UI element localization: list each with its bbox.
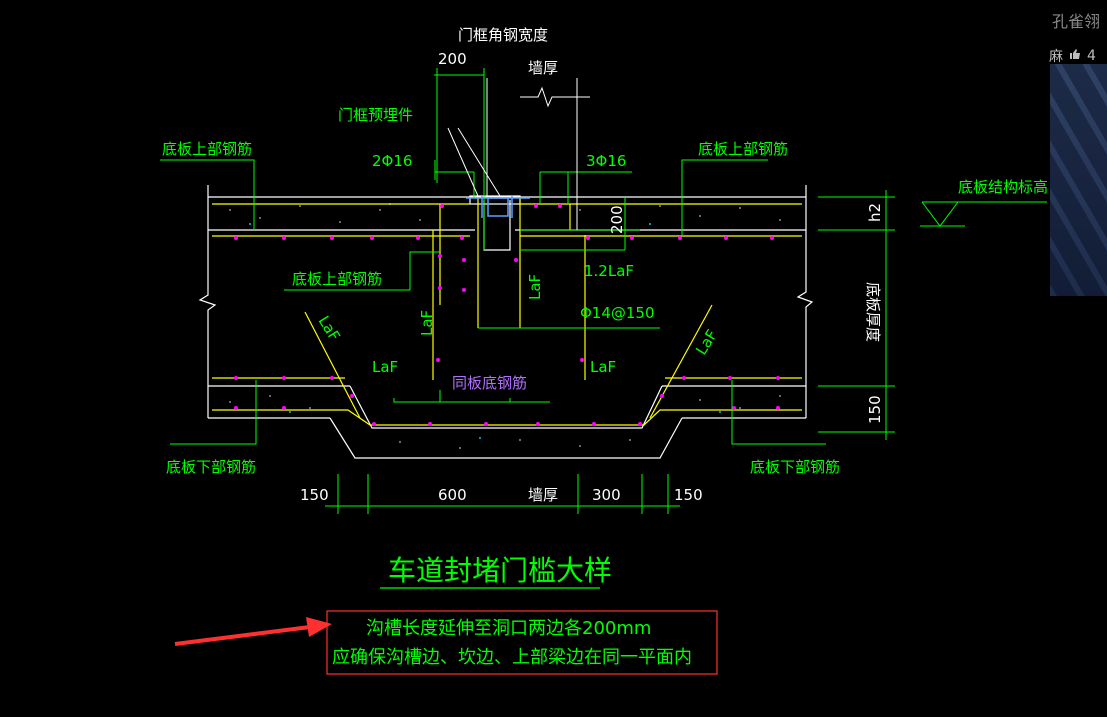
label-dim-200-vertical: 200 [608,205,626,234]
note-line-1: 沟槽长度延伸至洞口两边各200mm [366,618,651,639]
slab-outline [198,185,814,459]
label-slab-bottom-rebar-right: 底板下部钢筋 [750,458,840,476]
label-bottom-150-right: 150 [674,486,703,504]
red-arrow-icon [174,617,332,646]
rebar-dots [234,204,780,426]
thumbs-up-icon[interactable] [1069,48,1081,64]
label-frame-steel-width: 门框角钢宽度 [458,26,548,44]
concrete-speckle [229,205,781,449]
label-slab-top-rebar-right: 底板上部钢筋 [698,140,788,158]
label-laf-left: LaF [372,358,398,376]
drawing-title: 车道封堵门槛大样 [388,554,612,587]
label-laf-right: LaF [590,358,616,376]
label-slab-thickness: 底板厚度 [864,282,882,342]
leader-lines [160,68,1050,514]
label-slab-bottom-rebar-left: 底板下部钢筋 [166,458,256,476]
label-wall-thickness-top: 墙厚 [528,59,558,77]
label-bottom-150-left: 150 [300,486,329,504]
label-laf-diag-right: LaF [692,326,721,358]
note-box [326,610,718,675]
note-line-2: 应确保沟槽边、坎边、上部梁边在同一平面内 [332,647,692,668]
label-slab-structure-elevation: 底板结构标高 [958,178,1048,196]
embedded-part [466,196,530,218]
side-meta-prefix: 麻 [1049,49,1063,65]
like-count: 4 [1087,48,1096,64]
label-slab-top-rebar-inner: 底板上部钢筋 [292,270,382,288]
concrete-top-slab-left [210,198,460,230]
label-bottom-300: 300 [592,486,621,504]
label-1-2laf: 1.2LaF [584,262,634,280]
label-2phi16: 2Φ16 [372,152,412,170]
label-phi14-150: Φ14@150 [580,304,655,322]
label-bottom-600: 600 [438,486,467,504]
label-3phi16: 3Φ16 [586,152,626,170]
label-dim-200-top: 200 [438,50,467,68]
author-name[interactable]: 孔雀翎 [1052,12,1101,31]
label-dim-150-right: 150 [866,395,884,424]
label-laf-vertical-left: LaF [418,310,436,336]
wall-dim-lines [447,78,590,230]
label-laf-vertical-center: LaF [526,274,544,300]
rebar-lines [212,198,802,426]
side-thumbnail-image[interactable] [1050,64,1107,296]
label-wall-thickness-bottom: 墙厚 [528,486,558,504]
label-embedded-part: 门框预埋件 [338,106,413,124]
label-same-slab-bottom-rebar: 同板底钢筋 [452,374,527,392]
label-slab-top-rebar-left: 底板上部钢筋 [162,140,252,158]
side-meta-row: 麻 4 [1049,46,1096,66]
label-h2: h2 [866,203,884,222]
